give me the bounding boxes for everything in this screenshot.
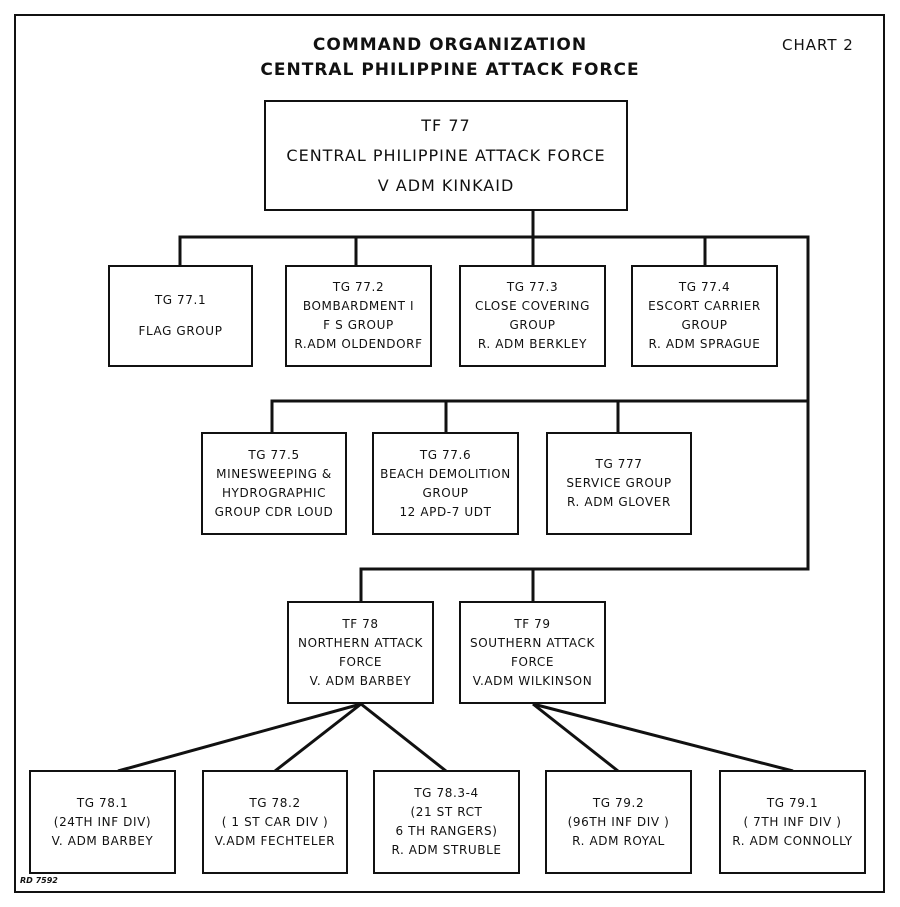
node-tf77: TF 77 CENTRAL PHILIPPINE ATTACK FORCE V … — [264, 100, 628, 211]
connector-tf78-to-tg78-3 — [360, 702, 447, 773]
node-tf79: TF 79 SOUTHERN ATTACK FORCE V.ADM WILKIN… — [459, 601, 606, 704]
node-tf79-commander: V.ADM WILKINSON — [472, 673, 593, 688]
connector-tf79-to-tg79-1 — [532, 702, 794, 773]
node-tg77-3-name-2: GROUP — [509, 318, 556, 332]
chart-number: CHART 2 — [782, 36, 854, 54]
node-tg77-7-name: SERVICE GROUP — [566, 476, 672, 490]
node-tg78-2-commander: V.ADM FECHTELER — [214, 833, 336, 848]
node-tf79-name-2: FORCE — [510, 654, 555, 669]
node-tg77-6-units: 12 APD-7 UDT — [399, 504, 492, 519]
node-tg77-6: TG 77.6 BEACH DEMOLITION GROUP 12 APD-7 … — [372, 432, 519, 535]
node-tg77-6-name-2: GROUP — [422, 485, 469, 500]
node-tg77-1-designation: TG 77.1 — [154, 293, 207, 307]
node-tg77-2-commander: R.ADM OLDENDORF — [294, 337, 423, 351]
connector-tf78-to-tg78-1 — [117, 702, 362, 773]
node-tg78-3-commander: R. ADM STRUBLE — [391, 843, 502, 857]
node-tg77-3-name-1: CLOSE COVERING — [474, 299, 591, 313]
node-tg77-5: TG 77.5 MINESWEEPING & HYDROGRAPHIC GROU… — [201, 432, 347, 535]
node-tg77-4-designation: TG 77.4 — [678, 280, 731, 294]
node-tg79-2-designation: TG 79.2 — [592, 795, 645, 810]
node-tg77-6-designation: TG 77.6 — [419, 447, 472, 462]
node-tg77-2-name-1: BOMBARDMENT I — [302, 299, 415, 313]
node-tf79-name-1: SOUTHERN ATTACK — [470, 635, 595, 650]
node-tf78-commander: V. ADM BARBEY — [309, 673, 412, 688]
chart-title-line2: CENTRAL PHILIPPINE ATTACK FORCE — [260, 60, 640, 80]
node-tg78-2: TG 78.2 ( 1 ST CAR DIV ) V.ADM FECHTELER — [202, 770, 348, 874]
node-tg77-3-commander: R. ADM BERKLEY — [477, 337, 588, 351]
node-tf78-name-1: NORTHERN ATTACK — [298, 635, 423, 650]
node-tg78-3-unit-2: 6 TH RANGERS) — [395, 824, 498, 838]
node-tg77-5-name-2: HYDROGRAPHIC — [221, 485, 327, 500]
node-tf77-commander: V ADM KINKAID — [377, 175, 515, 195]
node-tg79-2: TG 79.2 (96TH INF DIV ) R. ADM ROYAL — [545, 770, 692, 874]
node-tg78-2-designation: TG 78.2 — [249, 795, 301, 810]
node-tg78-1-unit: (24TH INF DIV) — [53, 814, 152, 829]
node-tf78-designation: TF 78 — [342, 616, 379, 631]
node-tg79-1-unit: ( 7TH INF DIV ) — [743, 814, 842, 829]
node-tg78-1-commander: V. ADM BARBEY — [51, 833, 154, 848]
connector-tf79-to-tg79-2 — [532, 702, 619, 773]
node-tg78-1-designation: TG 78.1 — [76, 795, 129, 810]
node-tg78-3-unit-1: (21 ST RCT — [410, 805, 483, 819]
node-tf79-designation: TF 79 — [514, 616, 551, 631]
chart-frame — [14, 14, 885, 893]
node-tg77-2: TG 77.2 BOMBARDMENT I F S GROUP R.ADM OL… — [285, 265, 432, 367]
node-tg77-5-designation: TG 77.5 — [248, 447, 300, 462]
node-tg77-4-name-2: GROUP — [681, 318, 728, 332]
node-tg77-7-designation: TG 777 — [595, 457, 643, 471]
connector-tf78-to-tg78-2 — [274, 702, 362, 773]
node-tg77-4-commander: R. ADM SPRAGUE — [648, 337, 761, 351]
node-tg77-3-designation: TG 77.3 — [506, 280, 559, 294]
reference-number: RD 7592 — [20, 876, 58, 885]
node-tg77-5-name-1: MINESWEEPING & — [216, 466, 332, 481]
node-tg79-1-commander: R. ADM CONNOLLY — [732, 833, 853, 848]
node-tf77-name: CENTRAL PHILIPPINE ATTACK FORCE — [286, 145, 606, 165]
node-tg79-2-unit: (96TH INF DIV ) — [567, 814, 670, 829]
node-tg79-1-designation: TG 79.1 — [766, 795, 819, 810]
node-tg77-3: TG 77.3 CLOSE COVERING GROUP R. ADM BERK… — [459, 265, 606, 367]
node-tg77-1-name: FLAG GROUP — [138, 324, 223, 338]
node-tg77-4: TG 77.4 ESCORT CARRIER GROUP R. ADM SPRA… — [631, 265, 778, 367]
node-tg78-1: TG 78.1 (24TH INF DIV) V. ADM BARBEY — [29, 770, 176, 874]
node-tg77-2-name-2: F S GROUP — [323, 318, 394, 332]
node-tg78-3-designation: TG 78.3-4 — [414, 786, 479, 800]
node-tg78-2-unit: ( 1 ST CAR DIV ) — [221, 814, 329, 829]
node-tg77-6-name-1: BEACH DEMOLITION — [380, 466, 511, 481]
node-tg77-7-commander: R. ADM GLOVER — [567, 495, 671, 509]
node-tg77-1: TG 77.1 FLAG GROUP — [108, 265, 253, 367]
node-tg77-2-designation: TG 77.2 — [332, 280, 385, 294]
node-tg77-5-commander: GROUP CDR LOUD — [214, 504, 334, 519]
node-tg78-3: TG 78.3-4 (21 ST RCT 6 TH RANGERS) R. AD… — [373, 770, 520, 874]
node-tg79-2-commander: R. ADM ROYAL — [572, 833, 665, 848]
node-tf78: TF 78 NORTHERN ATTACK FORCE V. ADM BARBE… — [287, 601, 434, 704]
node-tg77-4-name-1: ESCORT CARRIER — [648, 299, 761, 313]
node-tf77-designation: TF 77 — [421, 115, 471, 135]
chart-title-line1: COMMAND ORGANIZATION — [312, 35, 588, 55]
node-tg77-7: TG 777 SERVICE GROUP R. ADM GLOVER — [546, 432, 692, 535]
node-tf78-name-2: FORCE — [338, 654, 383, 669]
node-tg79-1: TG 79.1 ( 7TH INF DIV ) R. ADM CONNOLLY — [719, 770, 866, 874]
